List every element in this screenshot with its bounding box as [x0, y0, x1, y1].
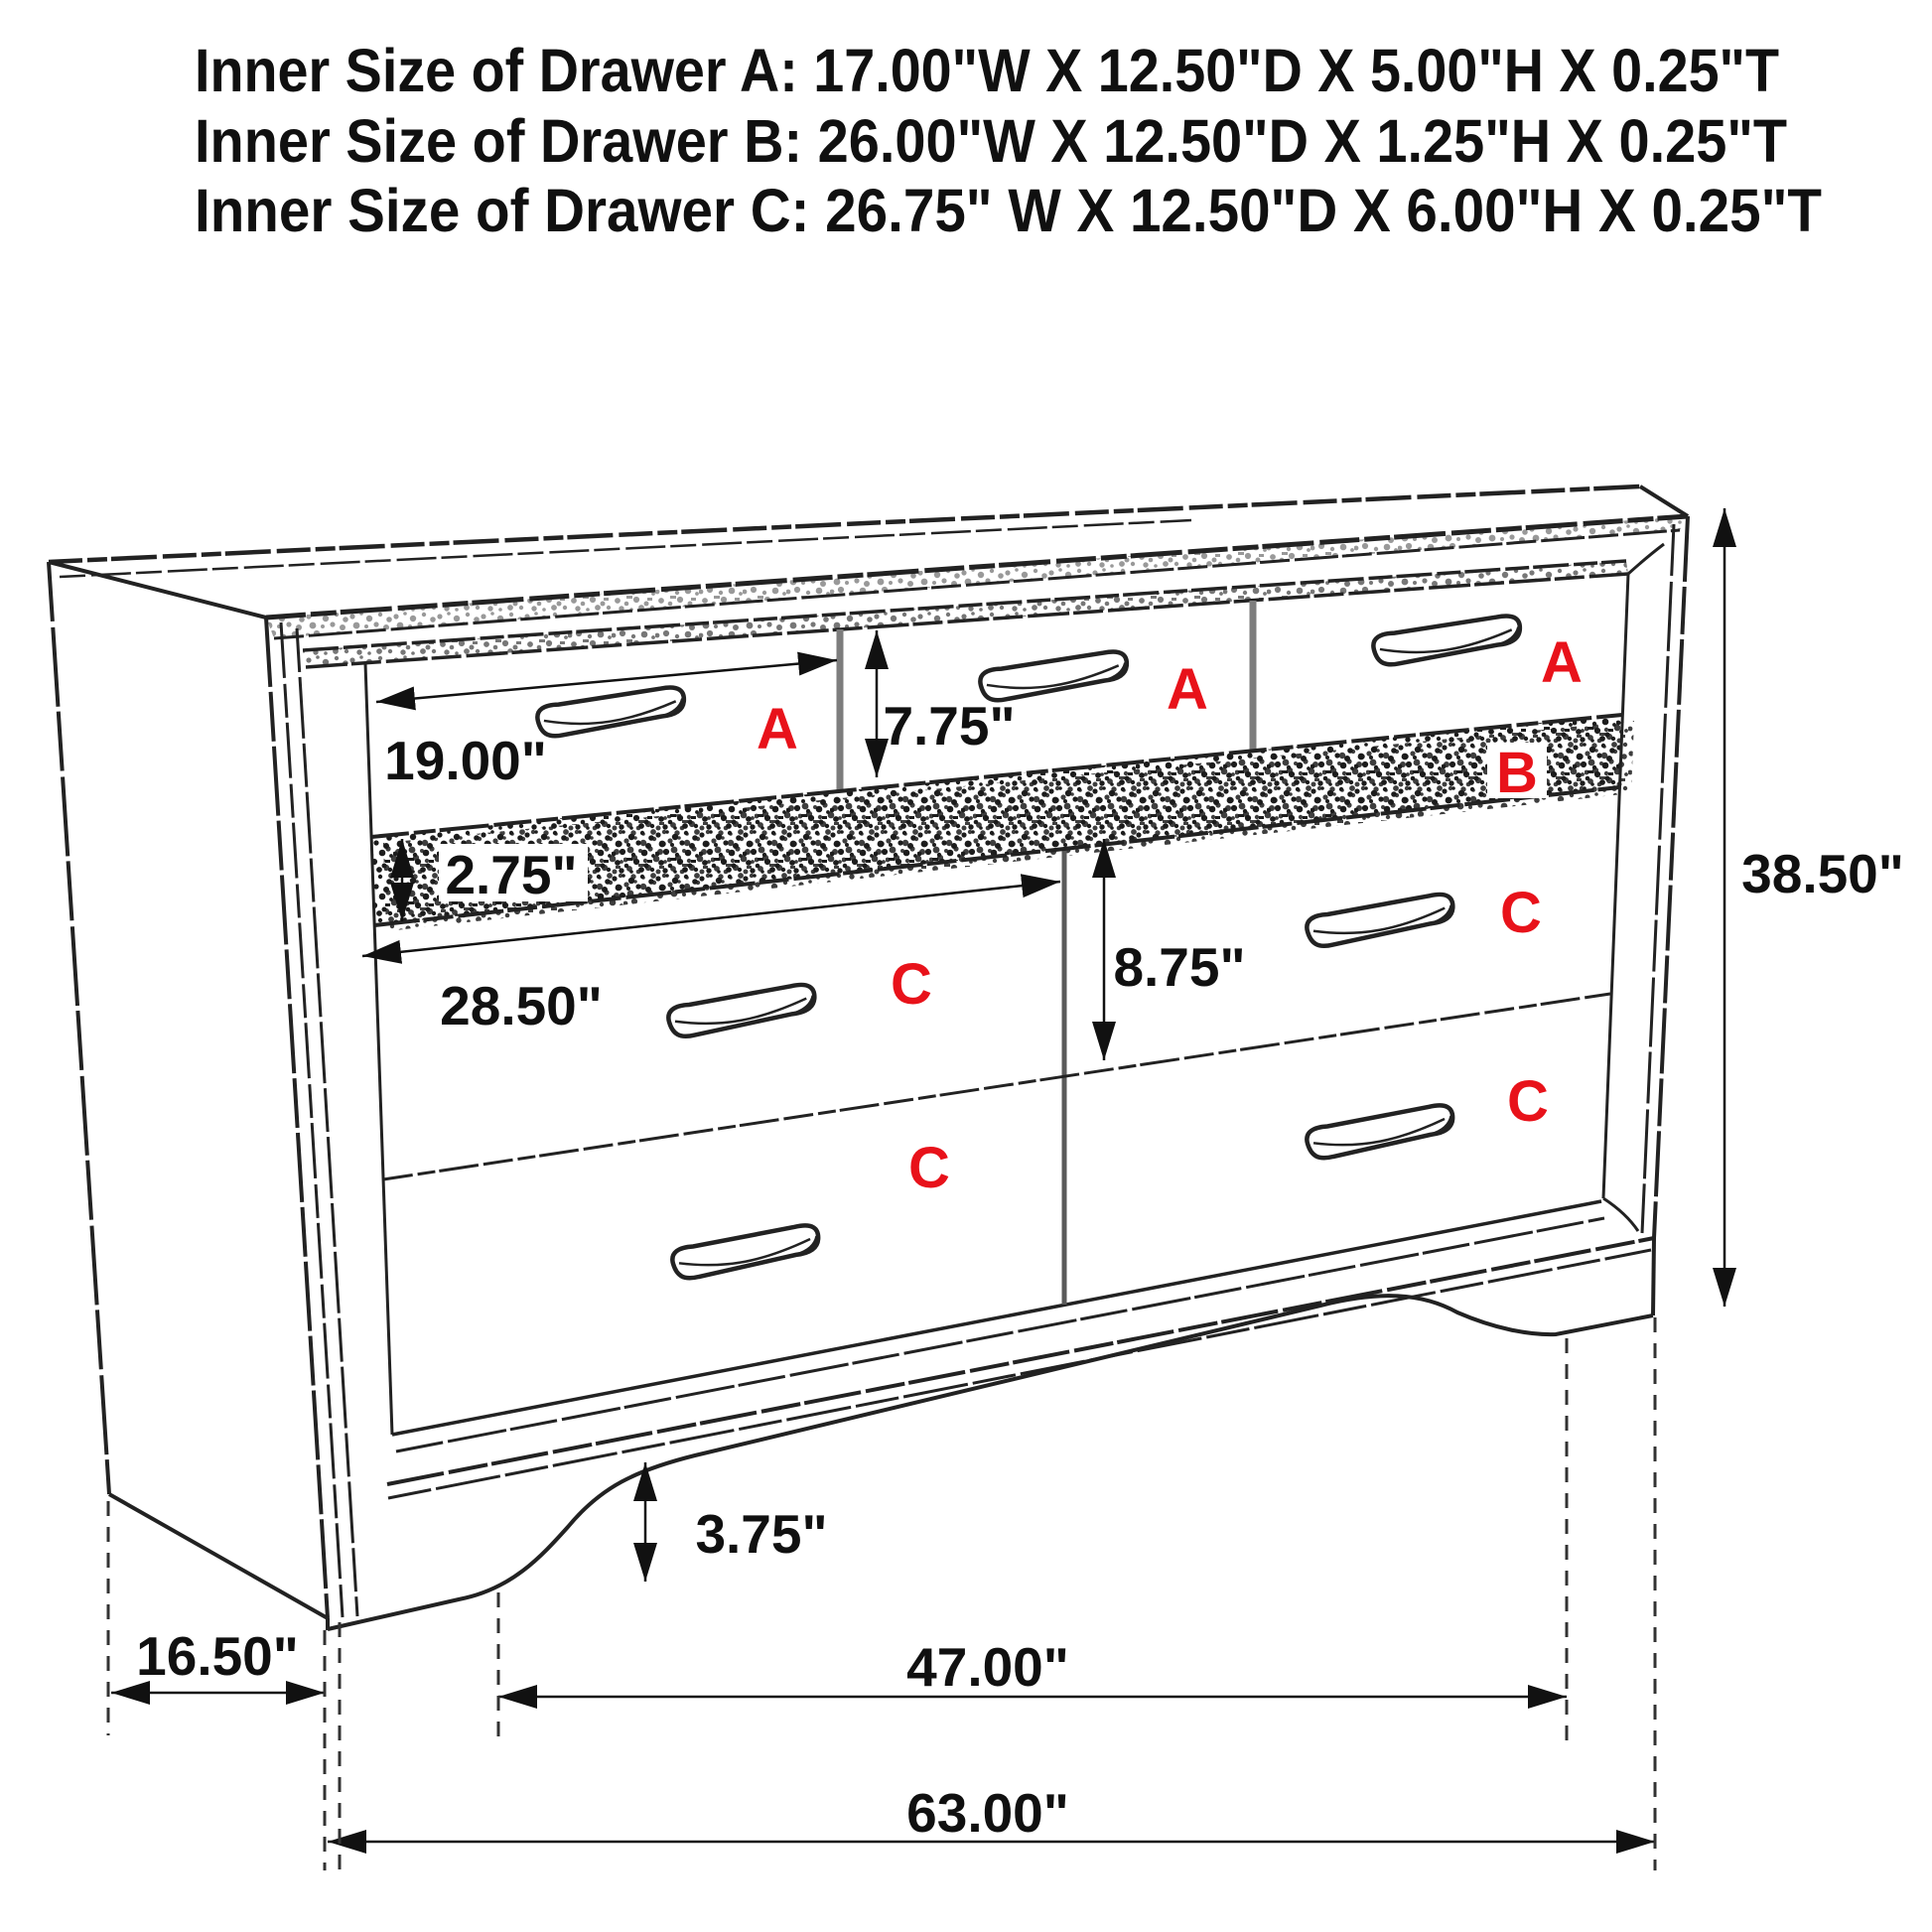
dimension-arrows	[111, 508, 1736, 1854]
top-rail-band	[303, 561, 1628, 667]
dim-label-47: 47.00"	[906, 1636, 1069, 1698]
heading-line-1: Inner Size of Drawer A: 17.00"W X 12.50"…	[195, 37, 1779, 104]
apron-and-feet-outline	[327, 1294, 1654, 1631]
frame-bottom-right-bevel	[1602, 1196, 1640, 1232]
label-drawer-a2: A	[1167, 657, 1208, 722]
drawer-c3-handle	[670, 1224, 821, 1281]
divider-c-rows	[382, 992, 1611, 1181]
drawer-a1-handle	[536, 686, 686, 738]
dim-label-63: 63.00"	[906, 1782, 1069, 1844]
dim-2-75-backdrop	[439, 844, 588, 901]
drawer-handles	[536, 615, 1522, 1280]
drawer-c2-handle	[1305, 893, 1455, 947]
dimension-labels: 19.00" 7.75" 2.75" 28.50" 8.75" 38.50" 3…	[136, 695, 1904, 1844]
dim-label-19: 19.00"	[384, 730, 547, 791]
side-panel-left-edge	[47, 561, 111, 1495]
drawer-letters: A A A B C C C C	[757, 630, 1583, 1200]
dim-arrow-28-50	[361, 874, 1061, 964]
label-drawer-c2: C	[1500, 881, 1542, 945]
label-drawer-b: B	[1496, 741, 1538, 805]
bottom-rail-lower-line	[386, 1236, 1655, 1486]
heading-line-2: Inner Size of Drawer B: 26.00"W X 12.50"…	[195, 107, 1787, 175]
bottom-rail-upper-line	[395, 1216, 1605, 1453]
dim-label-3-75: 3.75"	[695, 1503, 827, 1565]
heading: Inner Size of Drawer A: 17.00"W X 12.50"…	[195, 37, 1822, 244]
extension-lines	[106, 1317, 1657, 1870]
top-back-edge-inner	[59, 518, 1192, 579]
label-drawer-c1: C	[891, 952, 932, 1017]
dim-label-28-50: 28.50"	[440, 975, 603, 1036]
top-edge-band	[266, 516, 1688, 638]
frame-top-right-bevel	[1626, 542, 1665, 576]
drawer-c1-handle	[666, 983, 817, 1037]
frame-right-outer-edge-2	[1640, 523, 1676, 1234]
dim-arrow-19	[375, 651, 838, 711]
right-foot-right-edge	[1651, 1237, 1656, 1316]
drawer-a3-handle	[1372, 615, 1522, 666]
top-rail-lower-line	[305, 572, 1629, 669]
frame-right-outer-edge	[1652, 515, 1690, 1239]
frame-left-inner-edge	[363, 662, 394, 1436]
cabinet-outline	[47, 483, 1690, 1631]
heading-line-3: Inner Size of Drawer C: 26.75" W X 12.50…	[195, 177, 1822, 244]
dim-label-38-50: 38.50"	[1741, 843, 1904, 904]
label-drawer-c4: C	[1507, 1069, 1549, 1134]
side-panel-front-edge-3	[295, 627, 359, 1617]
drawer-opening-bottom-line	[391, 1199, 1602, 1437]
dim-label-7-75: 7.75"	[883, 695, 1015, 757]
top-rail-upper-line	[302, 559, 1627, 652]
top-front-edge	[265, 513, 1689, 621]
label-drawer-a3: A	[1541, 630, 1583, 695]
top-front-edge-inner	[273, 528, 1681, 640]
top-back-edge	[48, 483, 1641, 565]
label-b-backdrop	[1487, 743, 1547, 798]
bottom-rail-lower-line-2	[387, 1248, 1652, 1500]
drawer-c4-handle	[1305, 1104, 1455, 1161]
drawer-b-top-edge	[370, 713, 1623, 839]
label-drawer-c3: C	[908, 1136, 950, 1200]
top-right-edge	[1638, 484, 1690, 518]
dim-label-16-50: 16.50"	[136, 1625, 299, 1687]
side-panel-bottom-edge	[108, 1492, 329, 1620]
dim-label-8-75: 8.75"	[1113, 936, 1245, 998]
side-panel-front-edge-2	[279, 621, 345, 1618]
side-panel-top-edge	[48, 560, 267, 620]
label-drawer-a1: A	[757, 697, 798, 761]
side-panel-front-edge	[264, 617, 330, 1619]
dim-label-2-75: 2.75"	[445, 844, 577, 905]
frame-right-inner-edge	[1601, 573, 1630, 1199]
